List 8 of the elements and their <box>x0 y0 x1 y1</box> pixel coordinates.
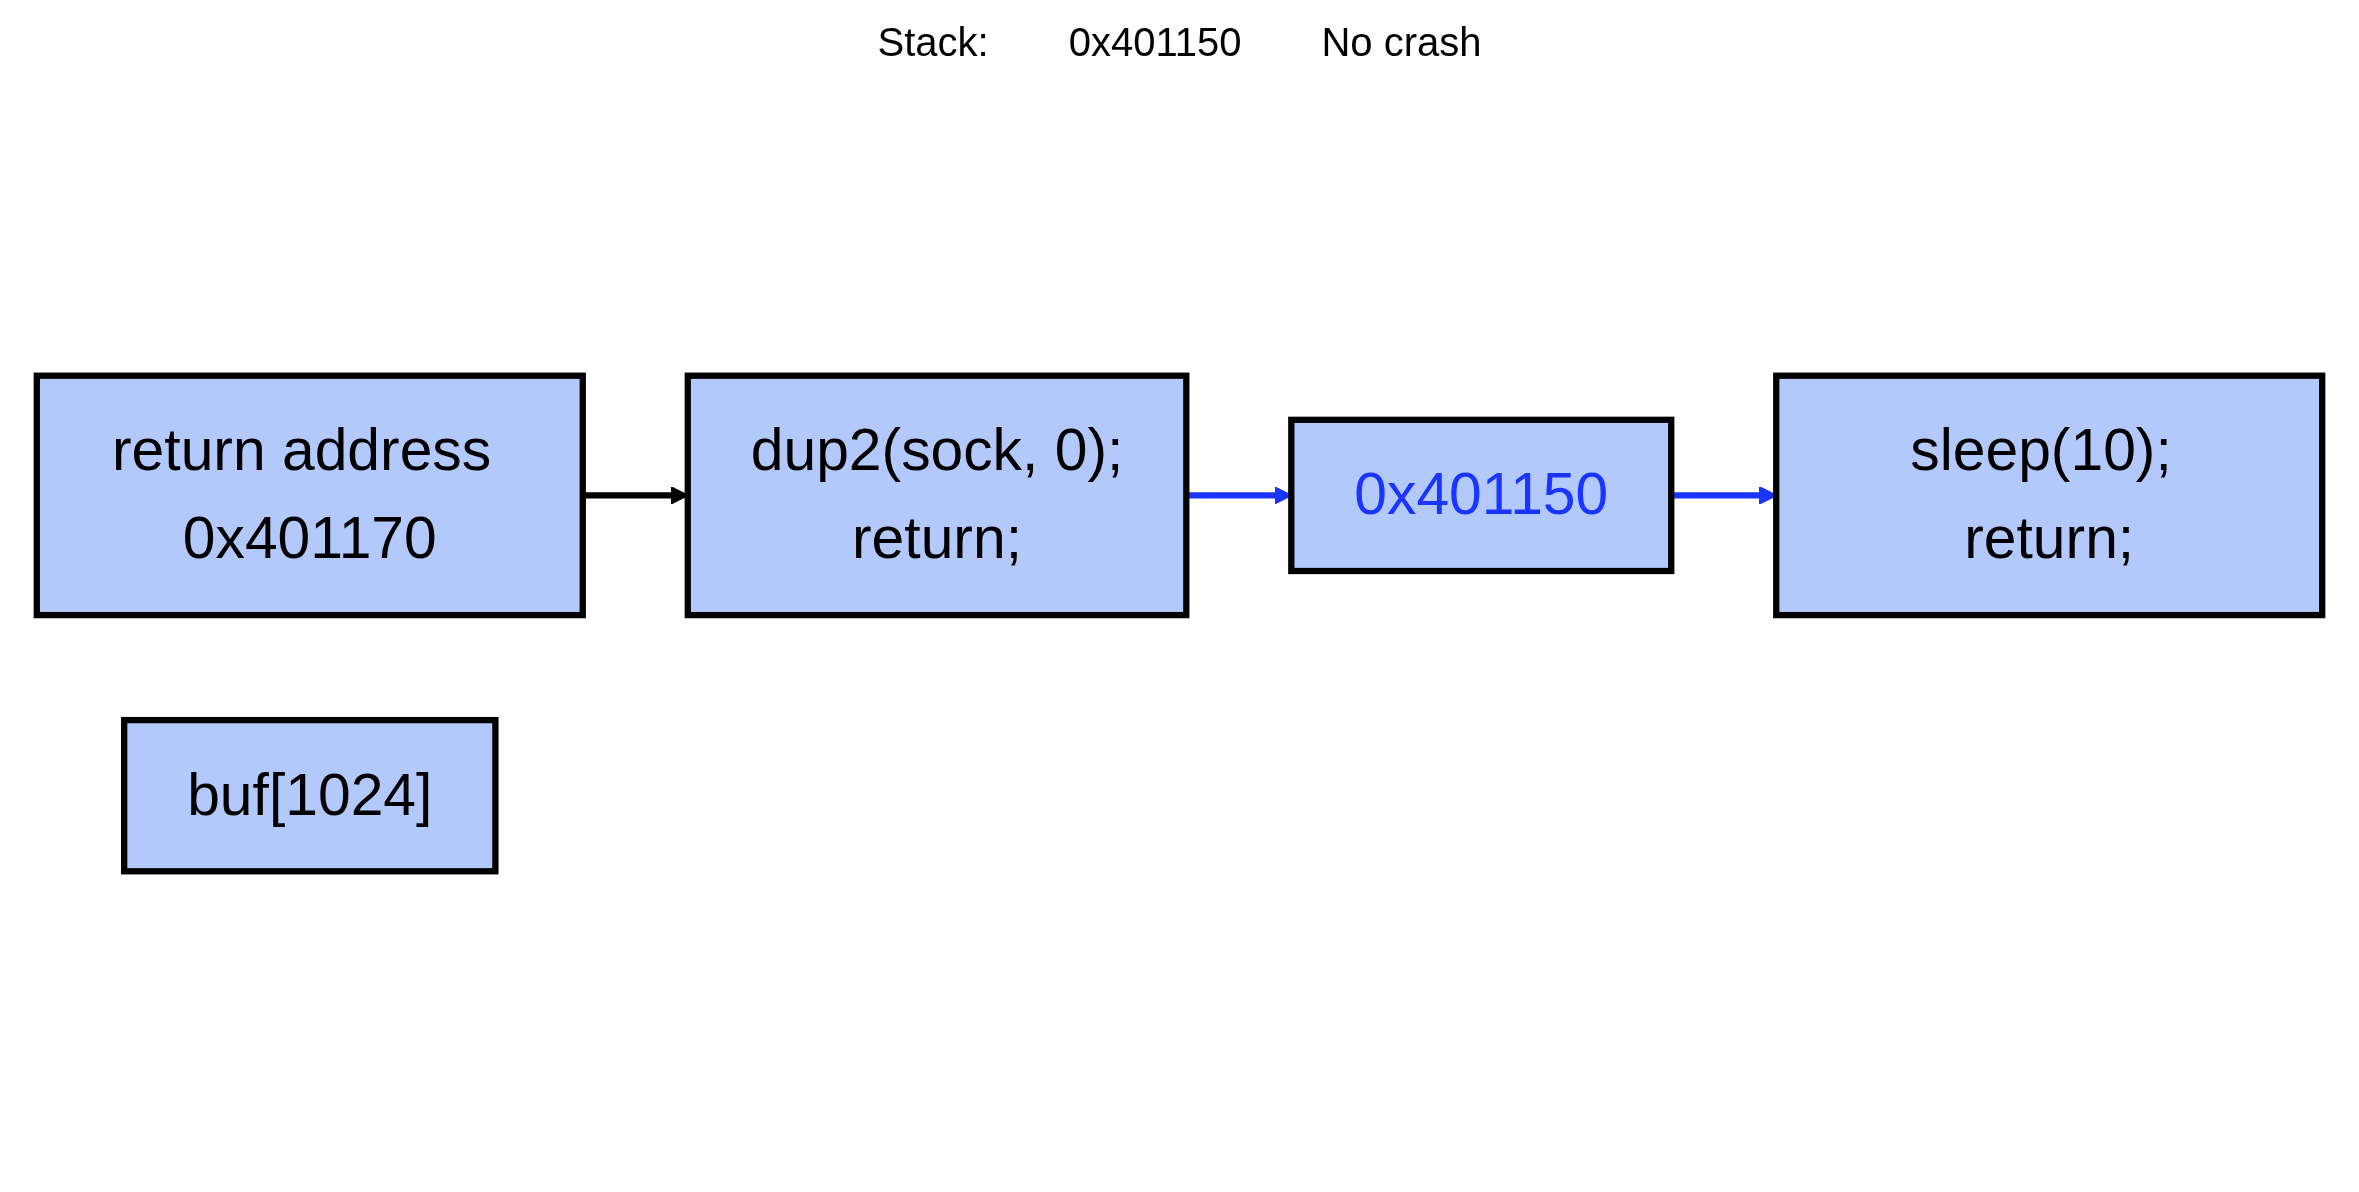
note-label: No crash <box>1321 20 1482 65</box>
node-box: buf[1024] <box>121 716 499 875</box>
note-label: Stack: <box>877 20 989 65</box>
node-box: 0x401150 <box>1288 416 1675 575</box>
node-box: dup2(sock, 0); return; <box>684 372 1190 619</box>
note-label: 0x401150 <box>1068 20 1242 65</box>
node-box: return address 0x401170 <box>33 372 586 619</box>
node-box: sleep(10); return; <box>1773 372 2326 619</box>
